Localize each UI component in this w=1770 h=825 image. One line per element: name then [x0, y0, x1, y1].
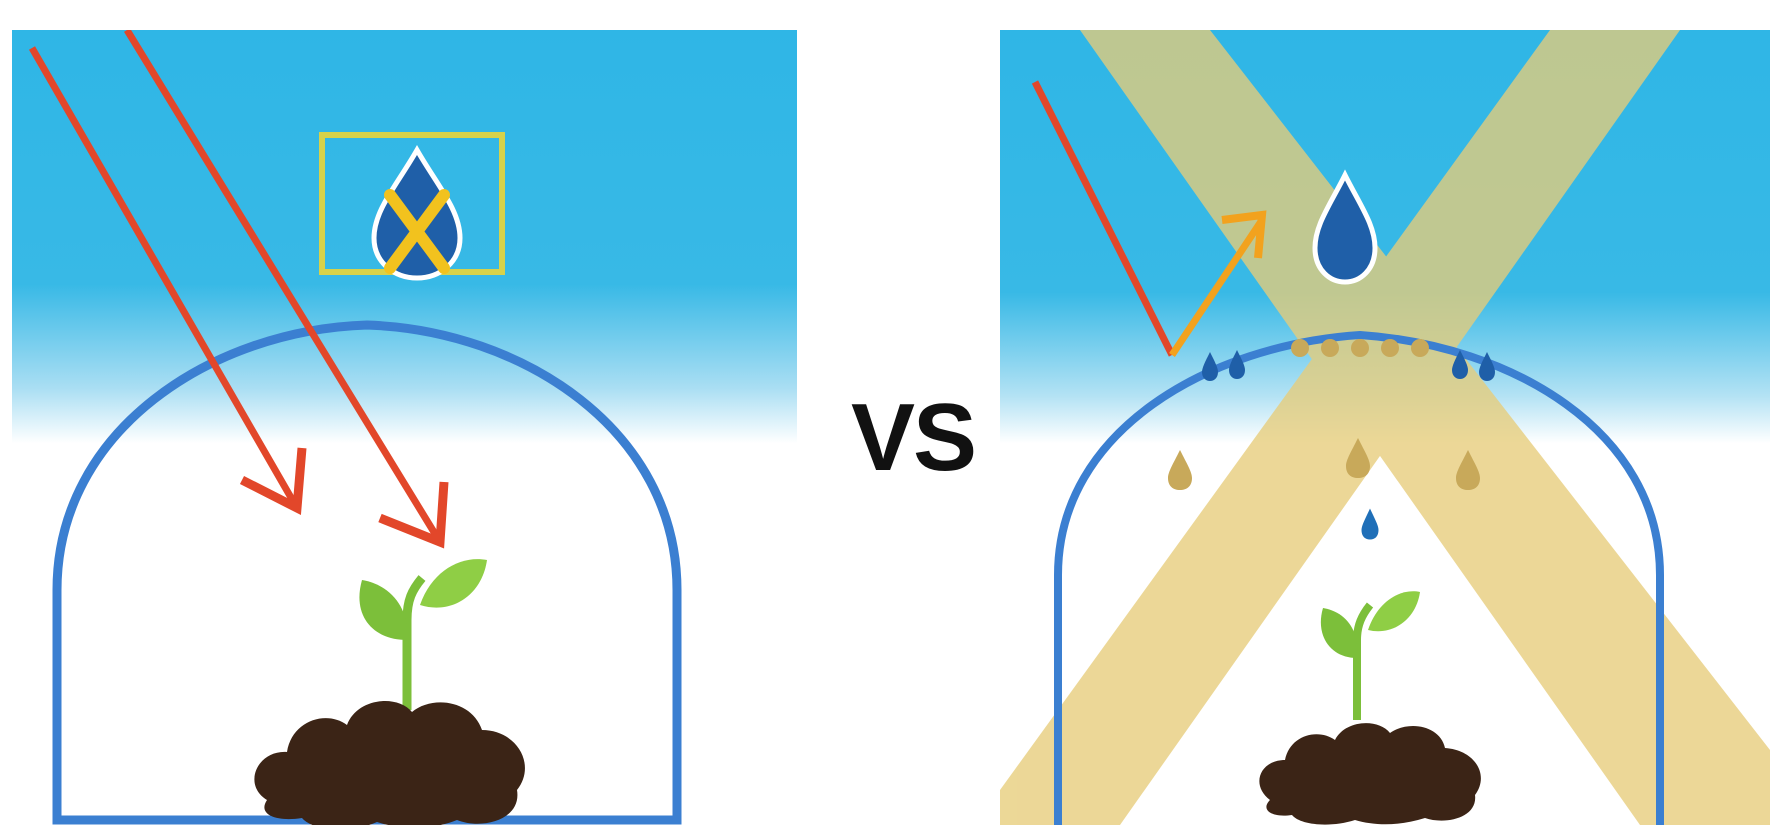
left-scene [12, 30, 802, 825]
left-scene-svg [12, 30, 802, 825]
right-scene [1000, 30, 1770, 825]
vs-separator: VS [838, 390, 988, 486]
right-scene-svg [1000, 30, 1770, 825]
